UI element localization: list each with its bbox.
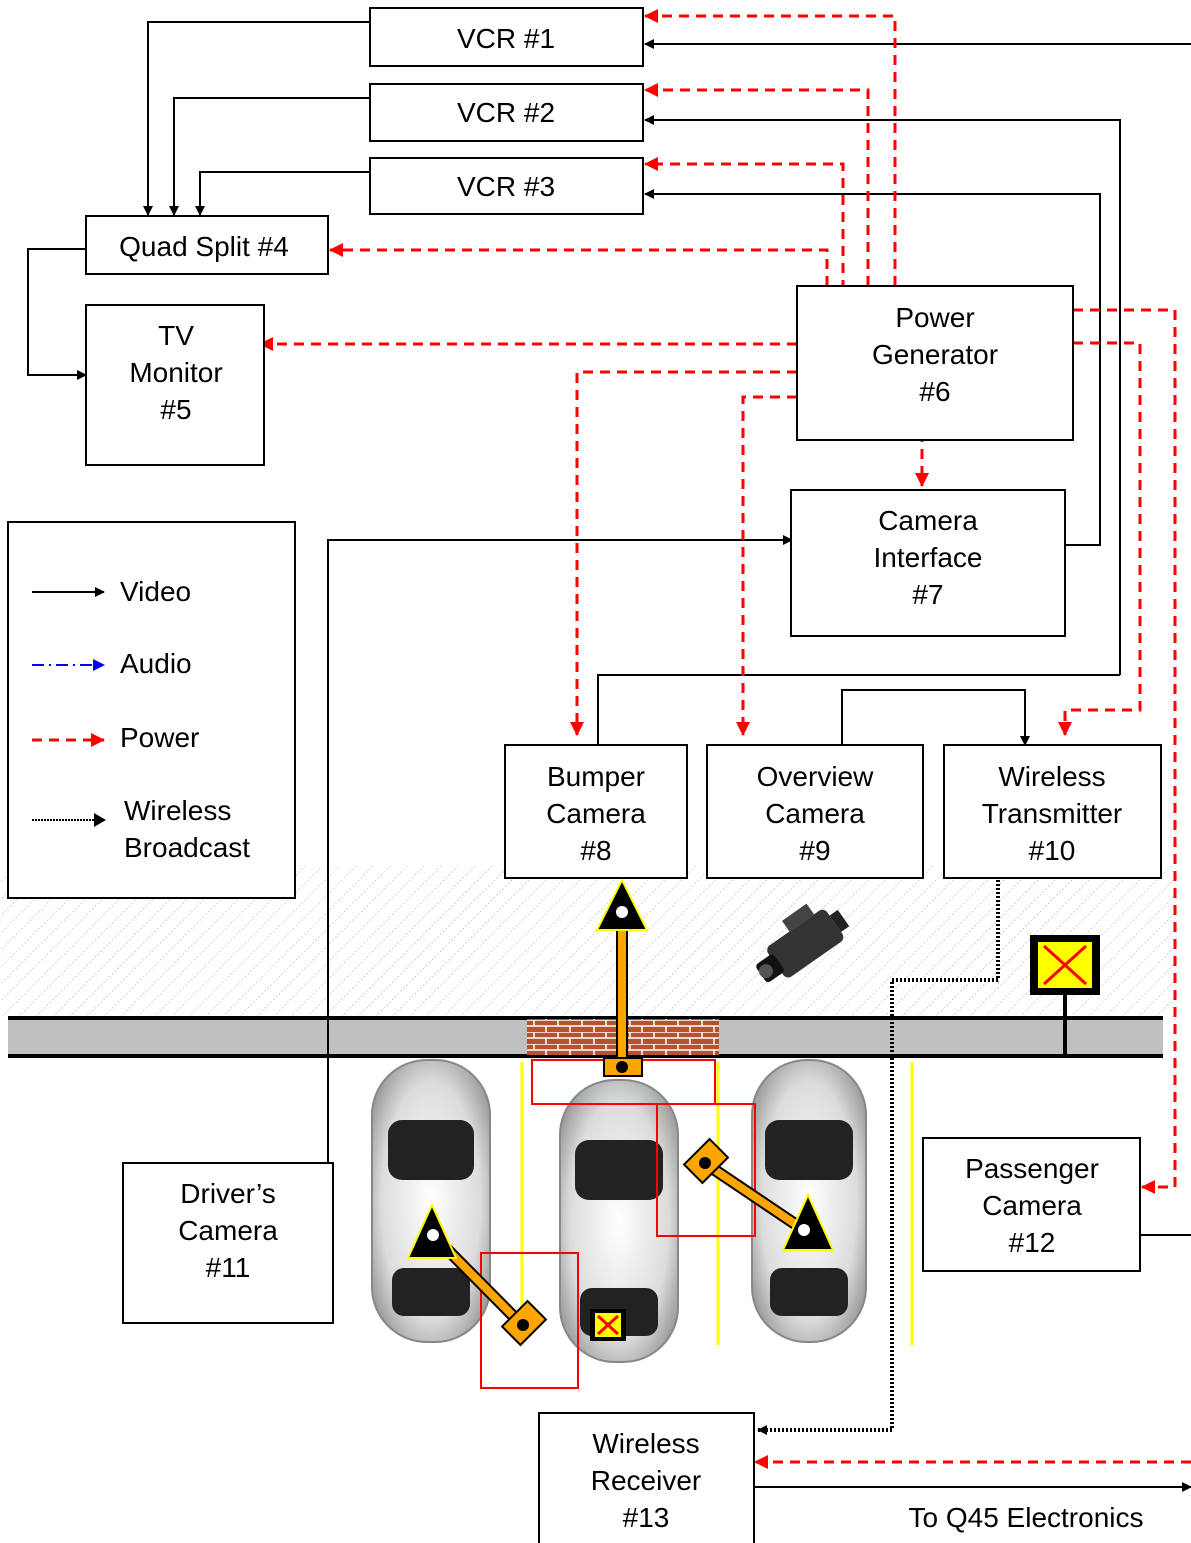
bumper-label-3: #8 bbox=[580, 835, 611, 866]
power-label-1: Power bbox=[895, 302, 974, 333]
fov-driver bbox=[480, 1252, 579, 1389]
vcr3-label: VCR #3 bbox=[457, 171, 555, 202]
parking-lines bbox=[520, 1062, 914, 1345]
wrx-label-2: Receiver bbox=[591, 1465, 701, 1496]
passenger-label-3: #12 bbox=[1009, 1227, 1056, 1258]
passenger-label-2: Camera bbox=[982, 1190, 1082, 1221]
video-lines bbox=[27, 21, 1191, 1492]
wireless-transmitter-box: Wireless Transmitter #10 bbox=[943, 744, 1162, 879]
fov-passenger bbox=[656, 1103, 756, 1237]
wireless-receiver-box: Wireless Receiver #13 bbox=[538, 1412, 755, 1543]
tv-monitor-box: TV Monitor #5 bbox=[85, 304, 265, 466]
passenger-camera-box: Passenger Camera #12 bbox=[922, 1137, 1141, 1272]
wtx-label-1: Wireless bbox=[998, 761, 1105, 792]
legend: Video Audio Power Wireless Broadcast bbox=[7, 521, 296, 899]
legend-wireless-label-2: Broadcast bbox=[124, 832, 250, 863]
legend-audio-label: Audio bbox=[120, 648, 192, 679]
power-label-2: Generator bbox=[872, 339, 998, 370]
vcr3-box: VCR #3 bbox=[369, 157, 644, 215]
wtx-label-3: #10 bbox=[1029, 835, 1076, 866]
power-generator-box: Power Generator #6 bbox=[796, 285, 1074, 441]
passenger-camera-mount bbox=[682, 1137, 835, 1251]
bumper-label-2: Camera bbox=[546, 798, 646, 829]
passenger-label-1: Passenger bbox=[965, 1153, 1099, 1184]
camif-label-2: Interface bbox=[874, 542, 983, 573]
legend-wireless-label-1: Wireless bbox=[124, 795, 231, 826]
vcr2-box: VCR #2 bbox=[369, 83, 644, 142]
bumper-camera-box: Bumper Camera #8 bbox=[504, 744, 688, 879]
car-left bbox=[371, 1059, 491, 1343]
vcr1-box: VCR #1 bbox=[369, 7, 644, 67]
legend-video-label: Video bbox=[120, 576, 191, 607]
overview-camera-box: Overview Camera #9 bbox=[706, 744, 924, 879]
tv-label-2: Monitor bbox=[129, 357, 222, 388]
wireless-lines bbox=[757, 880, 1000, 1435]
overview-label-3: #9 bbox=[799, 835, 830, 866]
wrx-label-1: Wireless bbox=[592, 1428, 699, 1459]
tv-label-3: #5 bbox=[160, 394, 191, 425]
wtx-label-2: Transmitter bbox=[982, 798, 1123, 829]
q45-label: To Q45 Electronics bbox=[909, 1502, 1144, 1533]
quad-split-label: Quad Split #4 bbox=[119, 231, 289, 262]
tv-label-1: TV bbox=[158, 320, 194, 351]
overview-label-2: Camera bbox=[765, 798, 865, 829]
driver-label-1: Driver’s bbox=[180, 1178, 275, 1209]
camif-label-1: Camera bbox=[878, 505, 978, 536]
drivers-camera-box: Driver’s Camera #11 bbox=[122, 1162, 334, 1324]
driver-label-2: Camera bbox=[178, 1215, 278, 1246]
vcr2-label: VCR #2 bbox=[457, 97, 555, 128]
sign-x-icon bbox=[1030, 935, 1100, 1058]
camcorder-icon bbox=[756, 903, 850, 983]
camera-interface-box: Camera Interface #7 bbox=[790, 489, 1066, 637]
bumper-camera-mount bbox=[595, 877, 649, 1077]
quad-split-box: Quad Split #4 bbox=[85, 215, 329, 275]
bumper-label-1: Bumper bbox=[547, 761, 645, 792]
legend-power-label: Power bbox=[120, 722, 199, 753]
small-x-icon bbox=[590, 1309, 626, 1341]
vcr1-label: VCR #1 bbox=[457, 23, 555, 54]
driver-camera-mount bbox=[406, 1202, 548, 1347]
wrx-label-3: #13 bbox=[623, 1502, 670, 1533]
power-label-3: #6 bbox=[919, 376, 950, 407]
driver-label-3: #11 bbox=[206, 1252, 251, 1283]
overview-label-1: Overview bbox=[757, 761, 874, 792]
power-lines bbox=[259, 9, 1191, 1469]
camif-label-3: #7 bbox=[912, 579, 943, 610]
